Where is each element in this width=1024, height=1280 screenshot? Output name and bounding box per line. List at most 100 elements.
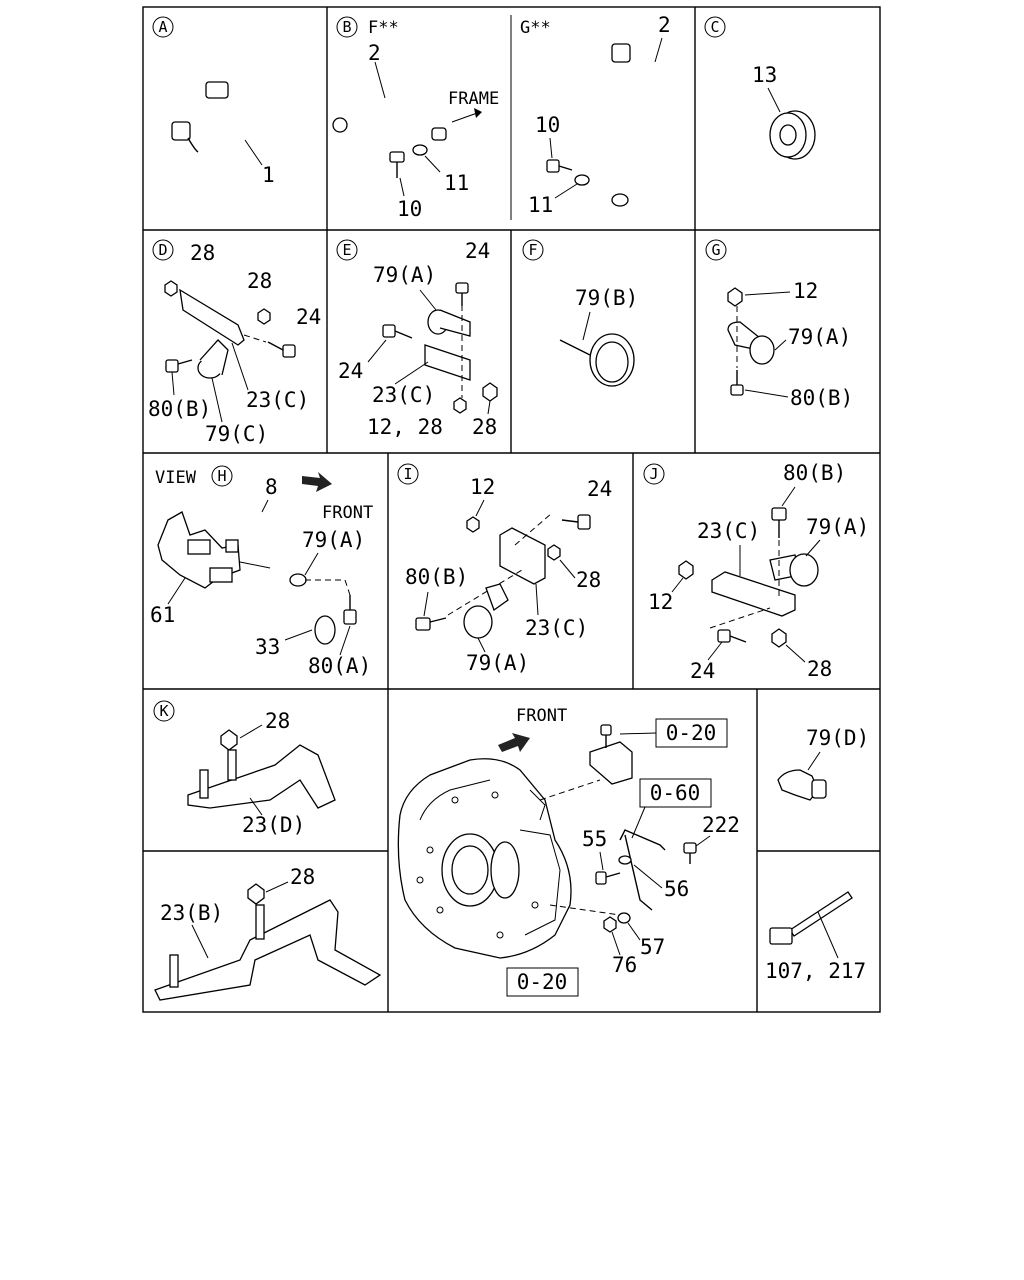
clip-icon	[197, 339, 229, 379]
panel-marker-g: G	[705, 239, 727, 261]
label-61: 61	[150, 603, 175, 627]
label-2: 2	[368, 41, 381, 65]
label-28: 28	[472, 415, 497, 439]
label-23c: 23(C)	[372, 383, 435, 407]
grommet-icon	[769, 110, 816, 160]
label-28: 28	[807, 657, 832, 681]
panel-e: E 24 79(A) 24 23(C) 12, 28 28	[336, 239, 498, 439]
panel-marker-e: E	[336, 239, 358, 261]
panel-d: D 28 28 24 80(B) 23(C) 79(C)	[148, 239, 321, 446]
label-2: 2	[658, 13, 671, 37]
bolt-icon	[771, 507, 787, 538]
panel-c: C 13	[704, 16, 816, 160]
front-arrow-icon	[498, 733, 530, 752]
svg-text:A: A	[158, 18, 167, 36]
label-1: 1	[262, 163, 275, 187]
panel-a: A 1	[152, 16, 277, 187]
bolt-icon	[600, 724, 612, 748]
nut-icon	[482, 382, 498, 402]
label-80b: 80(B)	[405, 565, 468, 589]
ref-0-20-bottom: 0-20	[517, 970, 568, 994]
label-56: 56	[664, 877, 689, 901]
bolt-icon	[683, 842, 697, 864]
washer-icon	[617, 912, 631, 924]
panel-b: B F** 2 FRAME 10 11	[332, 16, 499, 221]
svg-text:E: E	[342, 241, 351, 259]
bolt-icon	[730, 370, 744, 396]
panel-right: 79(D) 107, 217	[765, 726, 869, 983]
ground-cable-f-icon	[332, 81, 447, 141]
bolt-icon	[267, 341, 296, 358]
frame-note: FRAME	[448, 89, 499, 109]
bracket-icon	[179, 288, 245, 346]
label-24: 24	[587, 477, 612, 501]
front-label: FRONT	[516, 706, 567, 726]
nut-icon	[603, 916, 617, 933]
variant-f: F**	[368, 18, 399, 38]
panel-marker-i: I	[397, 463, 419, 485]
svg-text:I: I	[403, 465, 412, 483]
panel-b-variant-g: G** 2 10 11	[520, 13, 671, 217]
svg-text:J: J	[649, 465, 658, 483]
bolt-icon	[415, 617, 447, 631]
label-24: 24	[690, 659, 715, 683]
bolt-icon	[455, 282, 469, 306]
bolt-icon	[595, 871, 621, 885]
bolt-icon	[165, 359, 193, 373]
label-12: 12	[793, 279, 818, 303]
panel-i: I 12 24 28 80(B) 23(C) 79(A)	[397, 463, 612, 675]
nut-icon	[453, 397, 467, 414]
label-80b: 80(B)	[790, 386, 853, 410]
label-12-28: 12, 28	[367, 415, 443, 439]
bolt-icon	[389, 151, 405, 178]
panel-k2: 28 23(B)	[154, 865, 382, 1001]
bolt-icon	[382, 324, 413, 339]
label-57: 57	[640, 935, 665, 959]
panel-marker-h: H	[211, 465, 233, 487]
panel-main: FRONT 0-20 0-60 0-20	[397, 706, 740, 997]
transmission-housing-icon	[397, 758, 572, 959]
bracket-icon	[589, 741, 633, 785]
panel-marker-f: F	[522, 239, 544, 261]
nut-icon	[220, 729, 238, 751]
washer-icon	[412, 144, 428, 156]
front-arrow-icon	[302, 472, 332, 492]
bolt-icon	[546, 159, 573, 173]
label-12: 12	[648, 590, 673, 614]
label-79a: 79(A)	[788, 325, 851, 349]
ground-cable-g-icon	[611, 43, 670, 207]
panel-j: J 80(B) 79(A) 23(C) 12 24 28	[643, 461, 869, 683]
label-55: 55	[582, 827, 607, 851]
label-28: 28	[190, 241, 215, 265]
label-28: 28	[576, 568, 601, 592]
bolt-icon	[717, 629, 747, 643]
svg-text:D: D	[158, 241, 167, 259]
panel-marker-a: A	[152, 16, 174, 38]
ref-0-60: 0-60	[650, 781, 701, 805]
nut-icon	[257, 308, 271, 325]
ref-box-0-60	[639, 778, 712, 808]
nut-icon	[247, 883, 265, 905]
label-23c: 23(C)	[246, 388, 309, 412]
label-28: 28	[290, 865, 315, 889]
panel-f: F 79(B)	[522, 239, 638, 387]
battery-cable-icon	[171, 81, 277, 154]
panel-g: G 12 79(A) 80(B)	[705, 239, 853, 410]
label-23b: 23(B)	[160, 901, 223, 925]
bracket-icon	[499, 527, 546, 585]
svg-text:H: H	[217, 467, 226, 485]
label-80a: 80(A)	[308, 654, 371, 678]
label-79c: 79(C)	[205, 422, 268, 446]
label-23c: 23(C)	[697, 519, 760, 543]
nut-icon	[164, 280, 178, 297]
panel-h: VIEW H FRONT 8 79(A) 61	[150, 465, 373, 678]
clip-icon	[769, 553, 819, 587]
label-10: 10	[397, 197, 422, 221]
panel-marker-k: K	[153, 700, 175, 722]
nut-icon	[727, 287, 743, 307]
label-10: 10	[535, 113, 560, 137]
band-clamp-icon	[559, 333, 635, 387]
svg-text:C: C	[710, 18, 719, 36]
clip-icon	[727, 321, 775, 365]
